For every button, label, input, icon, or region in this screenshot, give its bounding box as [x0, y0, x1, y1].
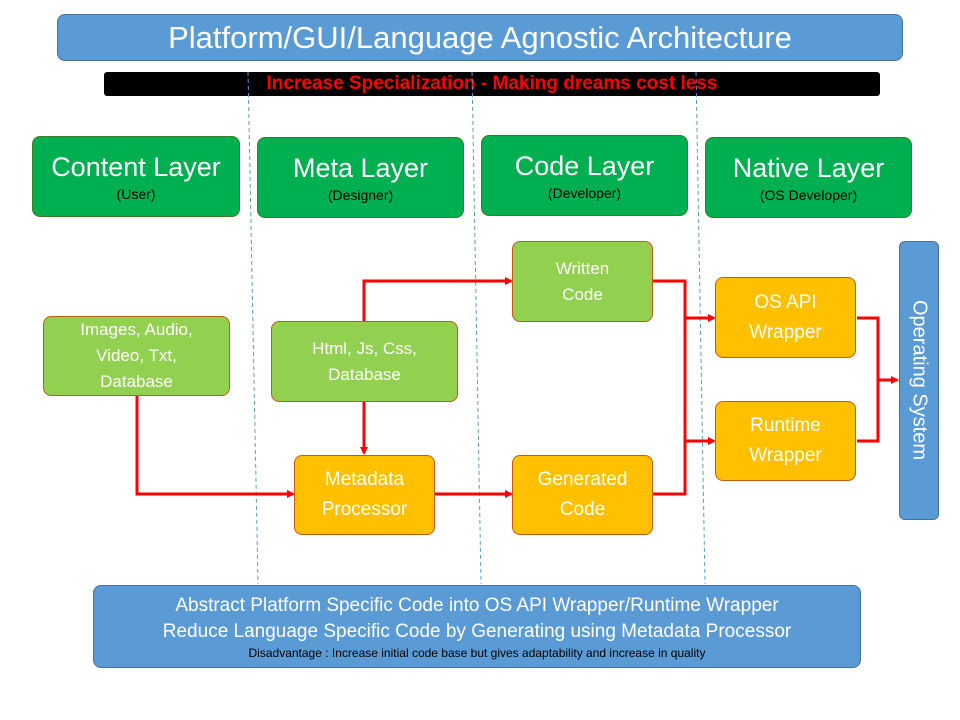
diagram-title-text: Platform/GUI/Language Agnostic Architect… — [168, 19, 792, 55]
arrow-content-to-processor — [135, 396, 295, 498]
content-sources-line: Images, Audio, — [80, 320, 193, 339]
arrow-runtime-to-os — [857, 376, 899, 443]
os-api-wrapper-line: Wrapper — [749, 321, 822, 343]
meta-layer-title: Meta Layer — [292, 152, 429, 183]
native-layer-header: Native Layer (OS Developer) — [705, 137, 912, 218]
content-sources-node: Images, Audio, Video, Txt, Database — [43, 316, 230, 396]
meta-layer-header: Meta Layer (Designer) — [257, 137, 464, 218]
arrow-written-out — [653, 279, 716, 322]
written-code-node: Written Code — [512, 241, 653, 322]
generated-code-line: Generated — [537, 469, 628, 490]
meta-layer-role: (Designer) — [327, 186, 394, 203]
content-layer-role: (User) — [116, 185, 156, 202]
written-code-line: Written — [555, 258, 610, 278]
meta-sources-line: Html, Js, Css, — [312, 338, 417, 358]
meta-sources-line: Database — [328, 364, 401, 384]
operating-system-label: Operating System — [908, 300, 931, 461]
content-sources-line: Video, Txt, — [96, 346, 177, 365]
metadata-processor-line: Metadata — [324, 469, 405, 490]
arrow-osapi-to-os — [857, 316, 880, 380]
written-code-line: Code — [562, 284, 603, 304]
content-layer-header: Content Layer (User) — [32, 136, 240, 217]
runtime-wrapper-line: Runtime — [750, 415, 821, 436]
content-sources-line: Database — [100, 372, 173, 391]
summary-disadvantage: Disadvantage : Increase initial code bas… — [248, 645, 706, 660]
content-layer-title: Content Layer — [51, 151, 221, 182]
metadata-processor-line: Processor — [321, 499, 408, 520]
divider-2 — [471, 71, 482, 585]
os-api-wrapper-line: OS API — [754, 291, 817, 313]
code-layer-role: (Developer) — [547, 184, 622, 201]
generated-code-line: Code — [559, 499, 606, 520]
runtime-wrapper-line: Wrapper — [749, 445, 822, 466]
native-layer-title: Native Layer — [732, 152, 885, 183]
specialization-banner: Increase Specialization - Making dreams … — [104, 72, 880, 96]
summary-footer: Abstract Platform Specific Code into OS … — [93, 585, 861, 668]
arrow-written-to-runtime — [683, 318, 716, 445]
code-layer-header: Code Layer (Developer) — [481, 135, 688, 216]
metadata-processor-node: Metadata Processor — [294, 455, 435, 535]
arrow-meta-to-written — [362, 277, 513, 321]
meta-sources-node: Html, Js, Css, Database — [271, 321, 458, 402]
os-api-wrapper-node: OS API Wrapper — [715, 277, 856, 358]
operating-system-node: Operating System — [899, 241, 939, 520]
generated-code-node: Generated Code — [512, 455, 653, 535]
runtime-wrapper-node: Runtime Wrapper — [715, 401, 856, 481]
divider-3 — [695, 71, 706, 585]
code-layer-title: Code Layer — [514, 150, 655, 181]
native-layer-role: (OS Developer) — [759, 186, 858, 203]
diagram-title: Platform/GUI/Language Agnostic Architect… — [57, 14, 903, 61]
divider-1 — [247, 71, 259, 585]
arrow-generated-out — [653, 441, 687, 496]
summary-line-1: Abstract Platform Specific Code into OS … — [175, 594, 779, 616]
summary-line-2: Reduce Language Specific Code by Generat… — [162, 620, 792, 642]
